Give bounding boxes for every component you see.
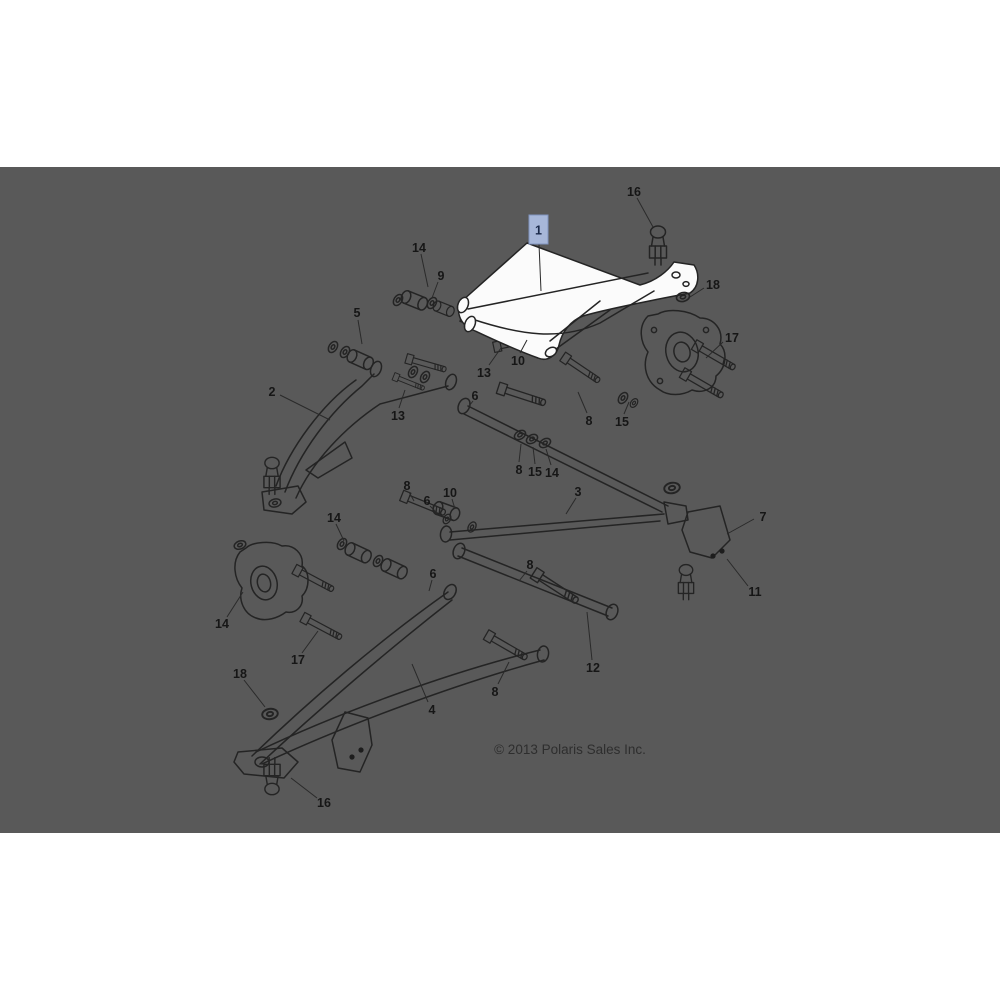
callout-label-5: 5 [354,306,361,320]
callout-label-2: 2 [269,385,276,399]
callout-label-9: 9 [438,269,445,283]
callout-leader-10 [451,498,456,510]
upper-left-control-arm [261,360,458,515]
callout-label-16: 16 [627,185,641,199]
callout-leader-9 [431,281,439,299]
top-white-band [0,0,1000,167]
callout-label-18: 18 [233,667,247,681]
callout-label-8: 8 [492,685,499,699]
callout-leader-7 [726,518,755,535]
diagram-line-art [232,225,739,796]
callout-label-14: 14 [545,466,559,480]
lower-left-control-arm [233,583,550,779]
callout-leader-12 [586,611,593,661]
callout-leader-6 [468,400,474,407]
callout-leader-14 [226,591,244,618]
callout-label-14: 14 [412,241,426,255]
callout-leader-15 [623,401,630,415]
callout-label-11: 11 [748,585,761,599]
callout-label-6: 6 [472,389,479,403]
callout-label-3: 3 [575,485,582,499]
callout-label-12: 12 [586,661,600,675]
callout-label-10: 10 [511,354,525,368]
callout-label-14: 14 [215,617,229,631]
callout-leader-16 [636,197,654,228]
callout-label-15: 15 [615,415,629,429]
callout-leader-13 [398,389,406,409]
callout-leader-11 [726,558,749,587]
bolt-8-15-right [559,351,640,410]
highlight-box [528,214,549,245]
lower-right-control-arm [398,397,689,543]
lower-arm-bushings-left [334,536,410,582]
suspension-parts-diagram: 1614918517101326138158151438106714861114… [215,185,766,810]
callout-leader-10 [519,339,528,354]
callout-leader-18 [243,679,266,708]
steering-knuckle-right [640,309,739,402]
callout-label-6: 6 [424,494,431,508]
callout-leader-8 [518,443,522,463]
callout-label-8: 8 [404,479,411,493]
callout-leader-8 [408,491,415,502]
steering-knuckle-left [232,538,345,643]
ball-joint-top [648,225,668,266]
callout-label-8: 8 [527,558,534,572]
pivot-tube-and-bolts [440,512,619,664]
callout-label-6: 6 [430,567,437,581]
callout-leader-8 [497,661,510,685]
callout-leader-8 [577,391,588,414]
highlight-leader [538,243,542,292]
callout-label-13: 13 [477,366,491,380]
callout-leader-5 [357,319,363,345]
callout-label-10: 10 [443,486,457,500]
callout-label-17: 17 [725,331,739,345]
highlighted-control-arm [456,242,699,360]
callout-label-8: 8 [516,463,523,477]
callout-leader-6 [429,505,438,514]
callout-leader-14 [420,253,429,288]
callout-leader-17 [301,630,319,654]
callout-label-7: 7 [760,510,767,524]
callout-leader-3 [565,497,577,515]
callout-leader-16 [290,777,318,799]
callout-leader-18 [689,287,705,298]
callout-leader-15 [532,446,536,465]
bottom-hardware [260,706,373,796]
bottom-white-band [0,833,1000,1000]
callout-leader-14 [335,523,345,542]
callout-label-17: 17 [291,653,305,667]
callout-leader-8 [518,570,528,582]
callout-label-15: 15 [528,465,542,479]
callout-leader-2 [279,394,331,421]
copyright-text: © 2013 Polaris Sales Inc. [494,742,646,757]
callout-label-16: 16 [317,796,331,810]
callout-leader-17 [705,341,724,359]
callout-leader-4 [411,663,429,703]
callout-label-8: 8 [586,414,593,428]
callout-leader-6 [428,579,433,592]
callout-leader-13 [488,347,502,366]
callout-label-14: 14 [327,511,341,525]
splash-shield-right [677,505,731,601]
callout-label-4: 4 [429,703,436,717]
callout-label-18: 18 [706,278,720,292]
callout-leader-14 [545,448,552,466]
callout-label-13: 13 [391,409,405,423]
highlight-label: 1 [535,224,542,238]
